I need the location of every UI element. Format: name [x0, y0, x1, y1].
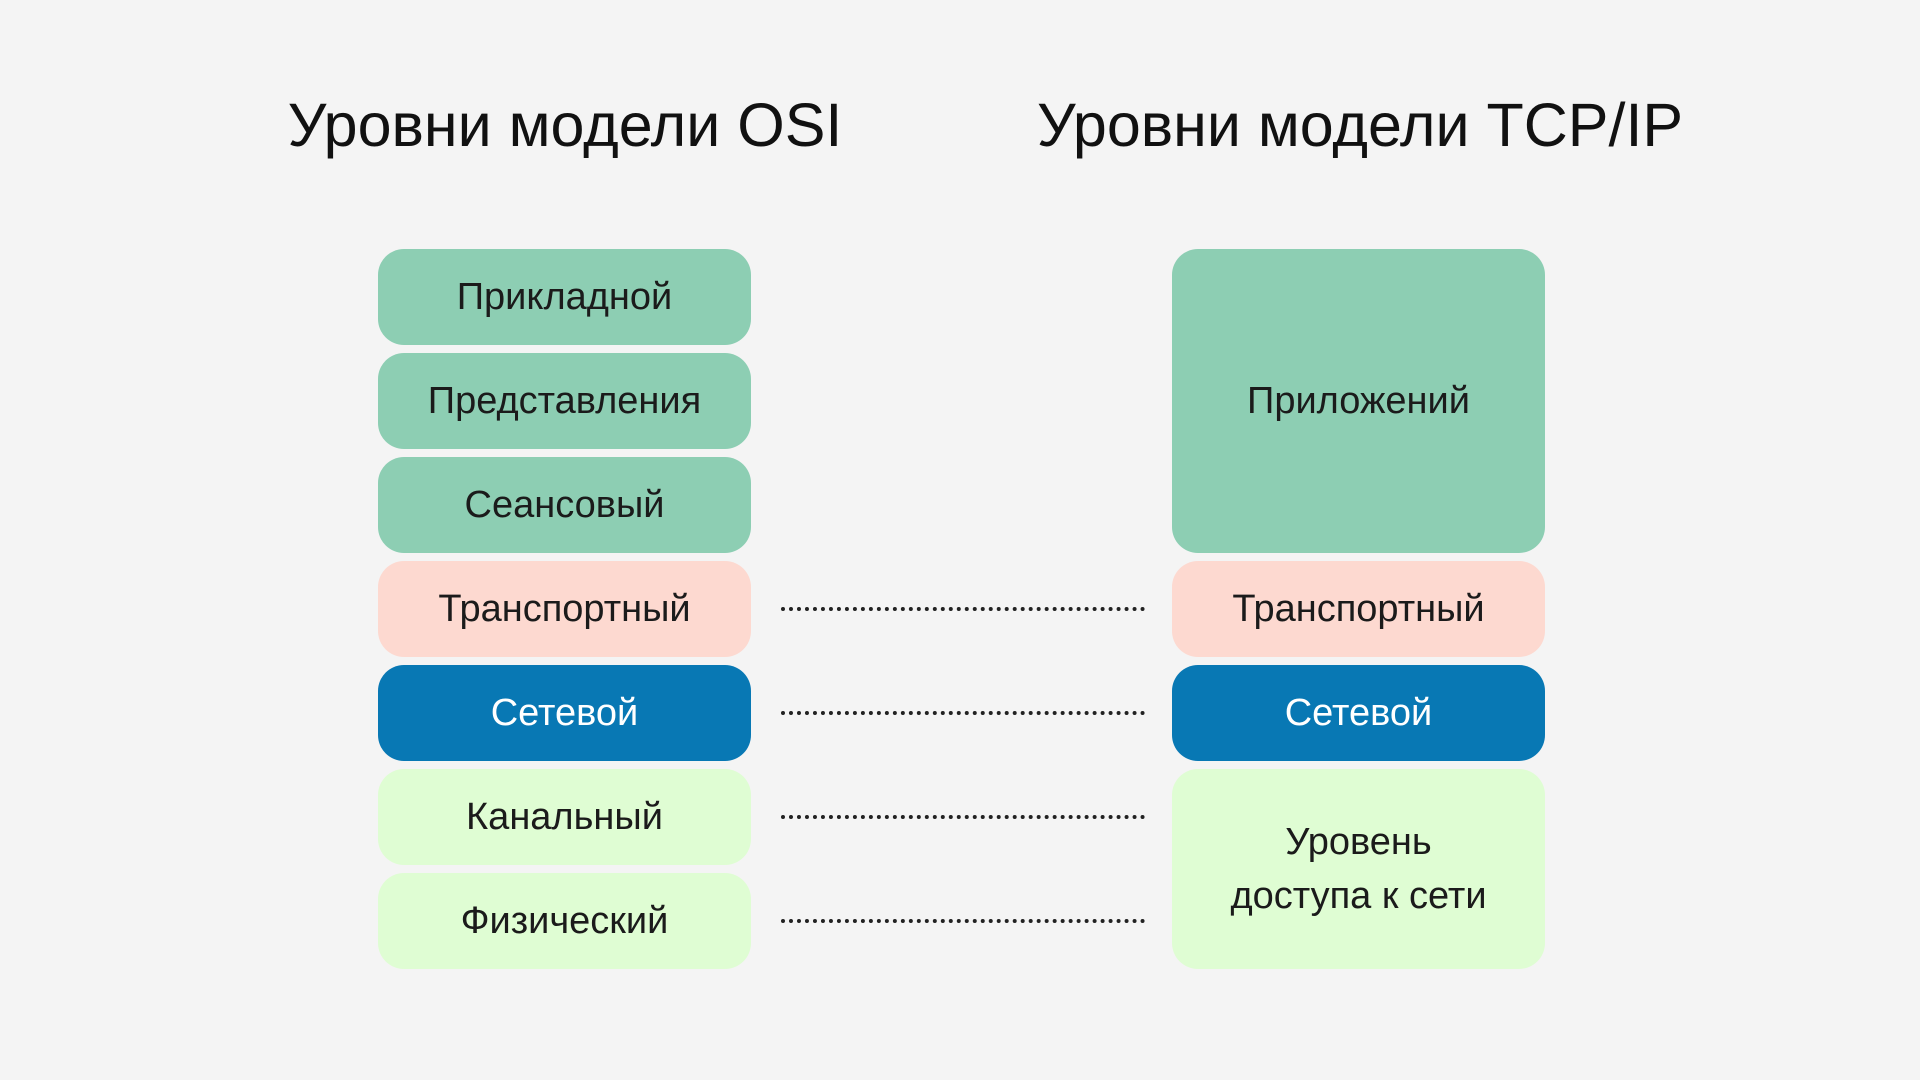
osi-layer-box: Физический [378, 873, 751, 969]
osi-layer-box: Транспортный [378, 561, 751, 657]
tcp-layer-label: Сетевой [1284, 692, 1433, 734]
osi-layer-label: Канальный [466, 796, 663, 838]
tcp-layer-box: Уровень доступа к сети [1172, 769, 1545, 969]
tcp-layer-label-line: доступа к сети [1230, 875, 1487, 917]
osi-title: Уровни модели OSI [287, 91, 843, 159]
osi-layer-label: Представления [427, 380, 702, 422]
tcp-layer-label: Транспортный [1232, 588, 1485, 630]
osi-layer-box: Сетевой [378, 665, 751, 761]
tcp-title: Уровни модели TCP/IP [1036, 91, 1684, 159]
tcp-layer-box: Сетевой [1172, 665, 1545, 761]
osi-layer-box: Прикладной [378, 249, 751, 345]
layer-connector-line [781, 919, 1145, 923]
layer-connector-line [781, 815, 1145, 819]
tcp-layer-label-line: Уровень [1285, 821, 1432, 863]
osi-layer-box: Представления [378, 353, 751, 449]
osi-layer-label: Прикладной [456, 276, 673, 318]
tcp-layer-label: Приложений [1247, 380, 1470, 422]
osi-layer-label: Транспортный [438, 588, 691, 630]
osi-layer-label: Физический [460, 900, 669, 942]
osi-layer-box: Сеансовый [378, 457, 751, 553]
layer-connector-line [781, 711, 1145, 715]
layer-connector-line [781, 607, 1145, 611]
osi-layer-label: Сеансовый [464, 484, 665, 526]
osi-layer-box: Канальный [378, 769, 751, 865]
tcp-layer-label: Уровень доступа к сети [1230, 815, 1486, 923]
osi-layer-label: Сетевой [490, 692, 639, 734]
tcp-layer-box: Транспортный [1172, 561, 1545, 657]
tcp-layer-box: Приложений [1172, 249, 1545, 553]
